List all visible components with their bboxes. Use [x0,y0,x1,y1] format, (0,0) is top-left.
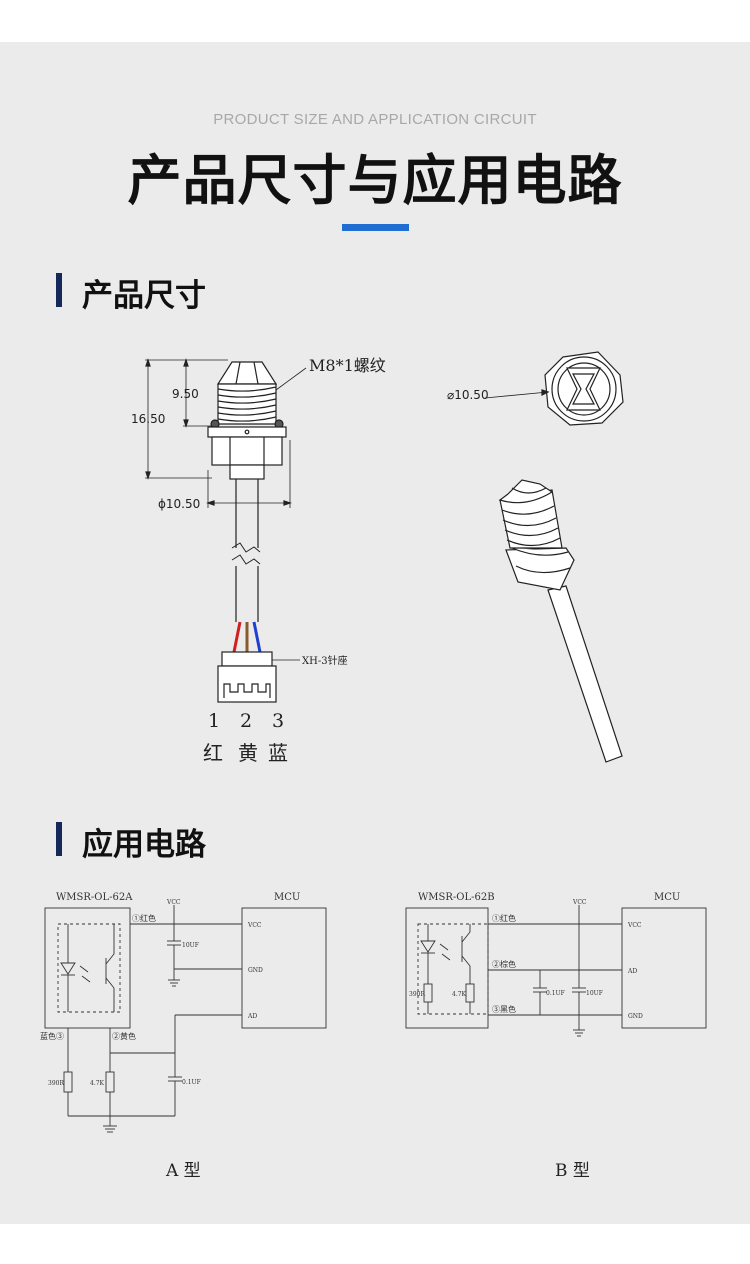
dim-9-50: 9.50 [172,387,199,401]
pin-number-2: 2 [240,710,252,732]
pin-color-2: 黄 [238,741,258,765]
circuit-b-cap2: 10UF [586,990,603,997]
circuit-b-cap1: 0.1UF [546,990,565,997]
circuit-a-mcu-ad: AD [247,1013,257,1020]
circuit-b-caption: B 型 [555,1161,590,1181]
section-marker-circuit [56,822,62,856]
section-marker-size [56,273,62,307]
circuit-a-mcu-gnd: GND [248,967,263,974]
circuit-b-vcc-top: VCC [572,899,587,906]
section-title-circuit: 应用电路 [82,827,206,863]
circuit-b-r1: 390R [409,991,425,998]
circuit-a-r1: 390R [48,1080,64,1087]
top-view-dia: ⌀10.50 [447,388,489,402]
circuit-b-r2: 4.7K [452,991,467,998]
circuit-a-vcc-top: VCC [166,899,181,906]
dim-dia-10-50: ϕ10.50 [158,497,200,511]
connector-label: XH-3针座 [302,654,348,667]
circuit-a-pin1: ①红色 [132,913,156,923]
pin-color-3: 蓝 [268,741,288,765]
content-panel [0,42,750,1224]
circuit-b-pin3: ③黑色 [492,1004,516,1014]
sensor-iso-view [498,479,623,763]
circuit-a [44,905,327,1133]
circuit-b-mcu: MCU [654,892,680,903]
circuit-a-mcu-vcc: VCC [247,922,262,929]
circuit-a-r2: 4.7K [90,1080,105,1087]
title-underline [342,224,409,231]
page-title: 产品尺寸与应用电路 [127,149,623,212]
section-title-size: 产品尺寸 [82,278,206,314]
circuit-a-cap1: 10UF [182,942,199,949]
circuit-b-pin1: ①红色 [492,913,516,923]
circuit-a-mcu: MCU [274,892,300,903]
circuit-b-mcu-ad: AD [627,968,637,975]
pin-color-1: 红 [203,741,223,765]
xh3-connector [217,651,300,703]
circuit-a-caption: A 型 [165,1161,201,1181]
page-subtitle: PRODUCT SIZE AND APPLICATION CIRCUIT [213,111,537,128]
circuit-b-mcu-gnd: GND [628,1013,643,1020]
wire-bundle [232,621,262,653]
circuit-b-mcu-vcc: VCC [627,922,642,929]
circuit-b-pin2: ②棕色 [492,959,516,969]
circuit-b-device: WMSR-OL-62B [418,892,495,903]
circuit-a-pin3: 蓝色③ [40,1031,64,1041]
pin-number-3: 3 [272,710,284,732]
sensor-top-view [484,351,624,426]
pin-number-1: 1 [208,710,220,732]
dim-16-50: 16.50 [131,412,165,426]
sensor-side-view [145,358,292,622]
circuit-a-cap2: 0.1UF [182,1079,201,1086]
thread-label: M8*1螺纹 [309,356,386,375]
circuit-b [405,905,707,1037]
circuit-a-device: WMSR-OL-62A [56,892,133,903]
circuit-a-pin2: ②黄色 [112,1031,136,1041]
